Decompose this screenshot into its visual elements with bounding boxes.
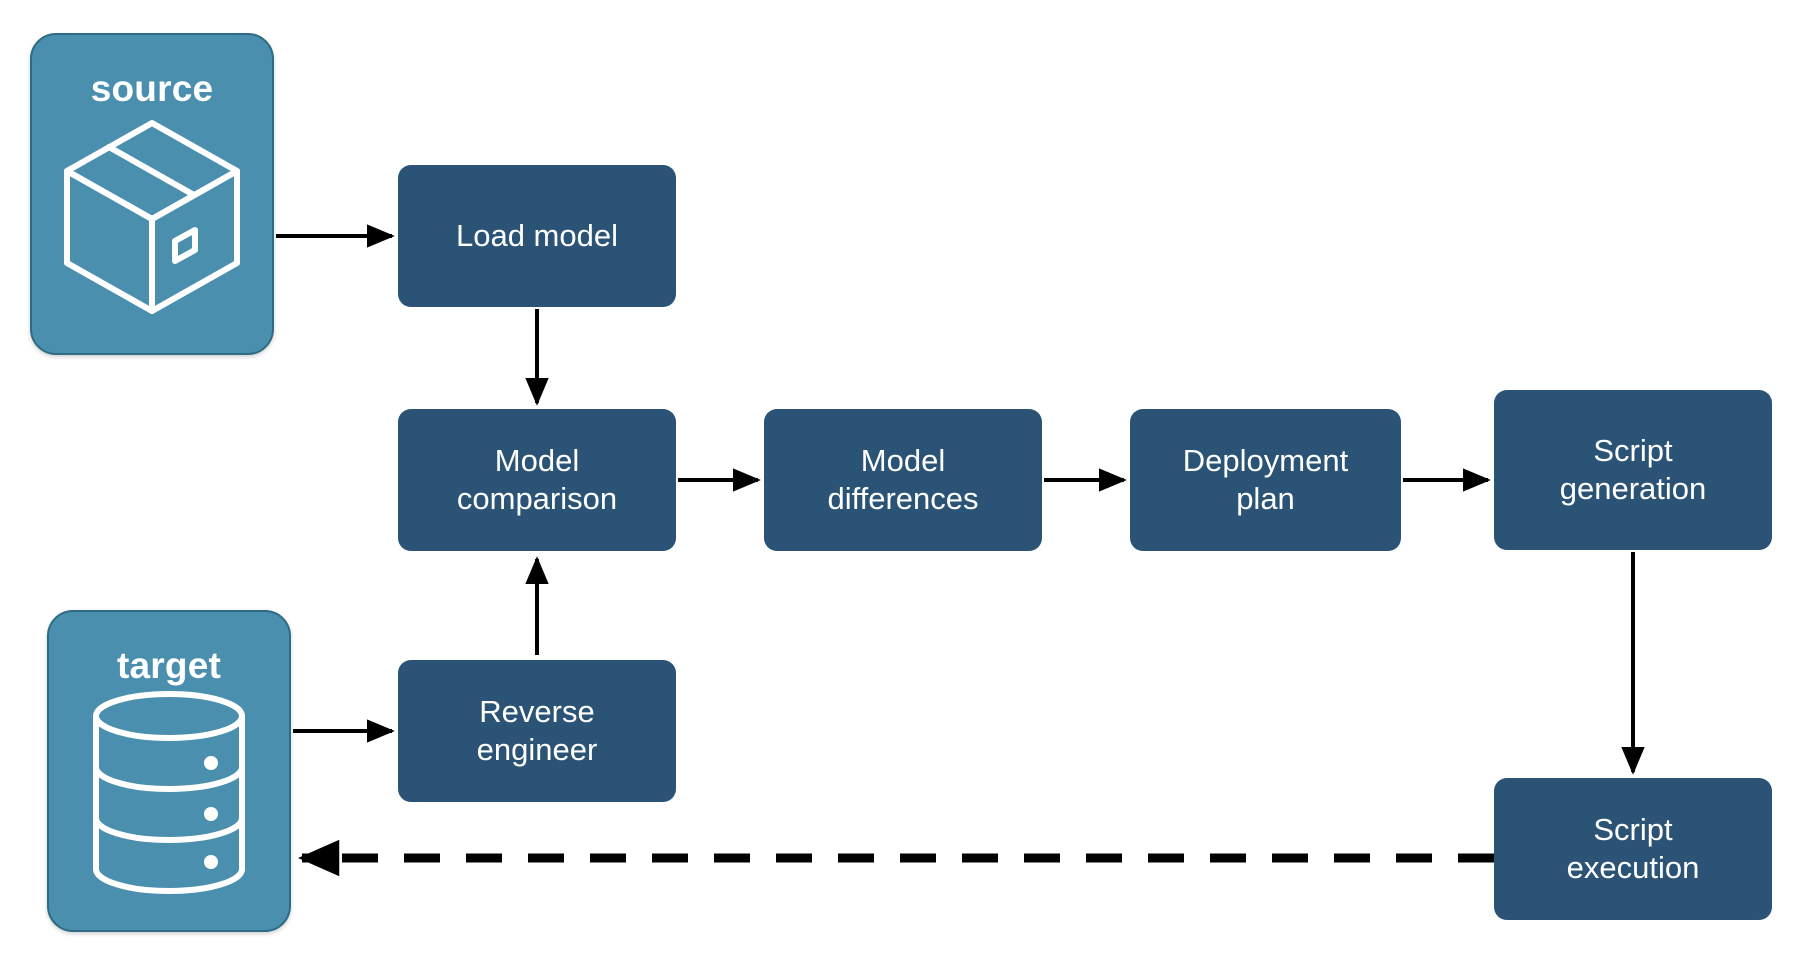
process-load-model[interactable]: Load model <box>398 165 676 307</box>
process-load-model-label: Load model <box>455 218 618 254</box>
process-model-comparison[interactable]: Model comparison <box>398 409 676 551</box>
endpoint-source-label: source <box>90 68 214 109</box>
process-reverse-engineer-label: Reverse engineer <box>476 694 598 767</box>
process-deployment-plan[interactable]: Deployment plan <box>1130 409 1401 551</box>
process-script-execution[interactable]: Script execution <box>1494 778 1772 920</box>
process-reverse-engineer[interactable]: Reverse engineer <box>398 660 676 802</box>
process-model-comparison-label: Model comparison <box>456 443 618 516</box>
package-box-icon <box>64 120 240 314</box>
endpoint-target-label: target <box>117 645 221 686</box>
process-model-differences[interactable]: Model differences <box>764 409 1042 551</box>
process-script-generation[interactable]: Script generation <box>1494 390 1772 550</box>
process-script-execution-label: Script execution <box>1566 812 1700 885</box>
process-model-differences-label: Model differences <box>827 443 979 516</box>
database-cylinder-icon <box>93 691 245 894</box>
process-deployment-plan-label: Deployment plan <box>1182 443 1349 516</box>
endpoint-target[interactable]: target <box>47 610 291 932</box>
endpoint-source[interactable]: source <box>30 33 274 355</box>
process-script-generation-label: Script generation <box>1559 433 1707 506</box>
